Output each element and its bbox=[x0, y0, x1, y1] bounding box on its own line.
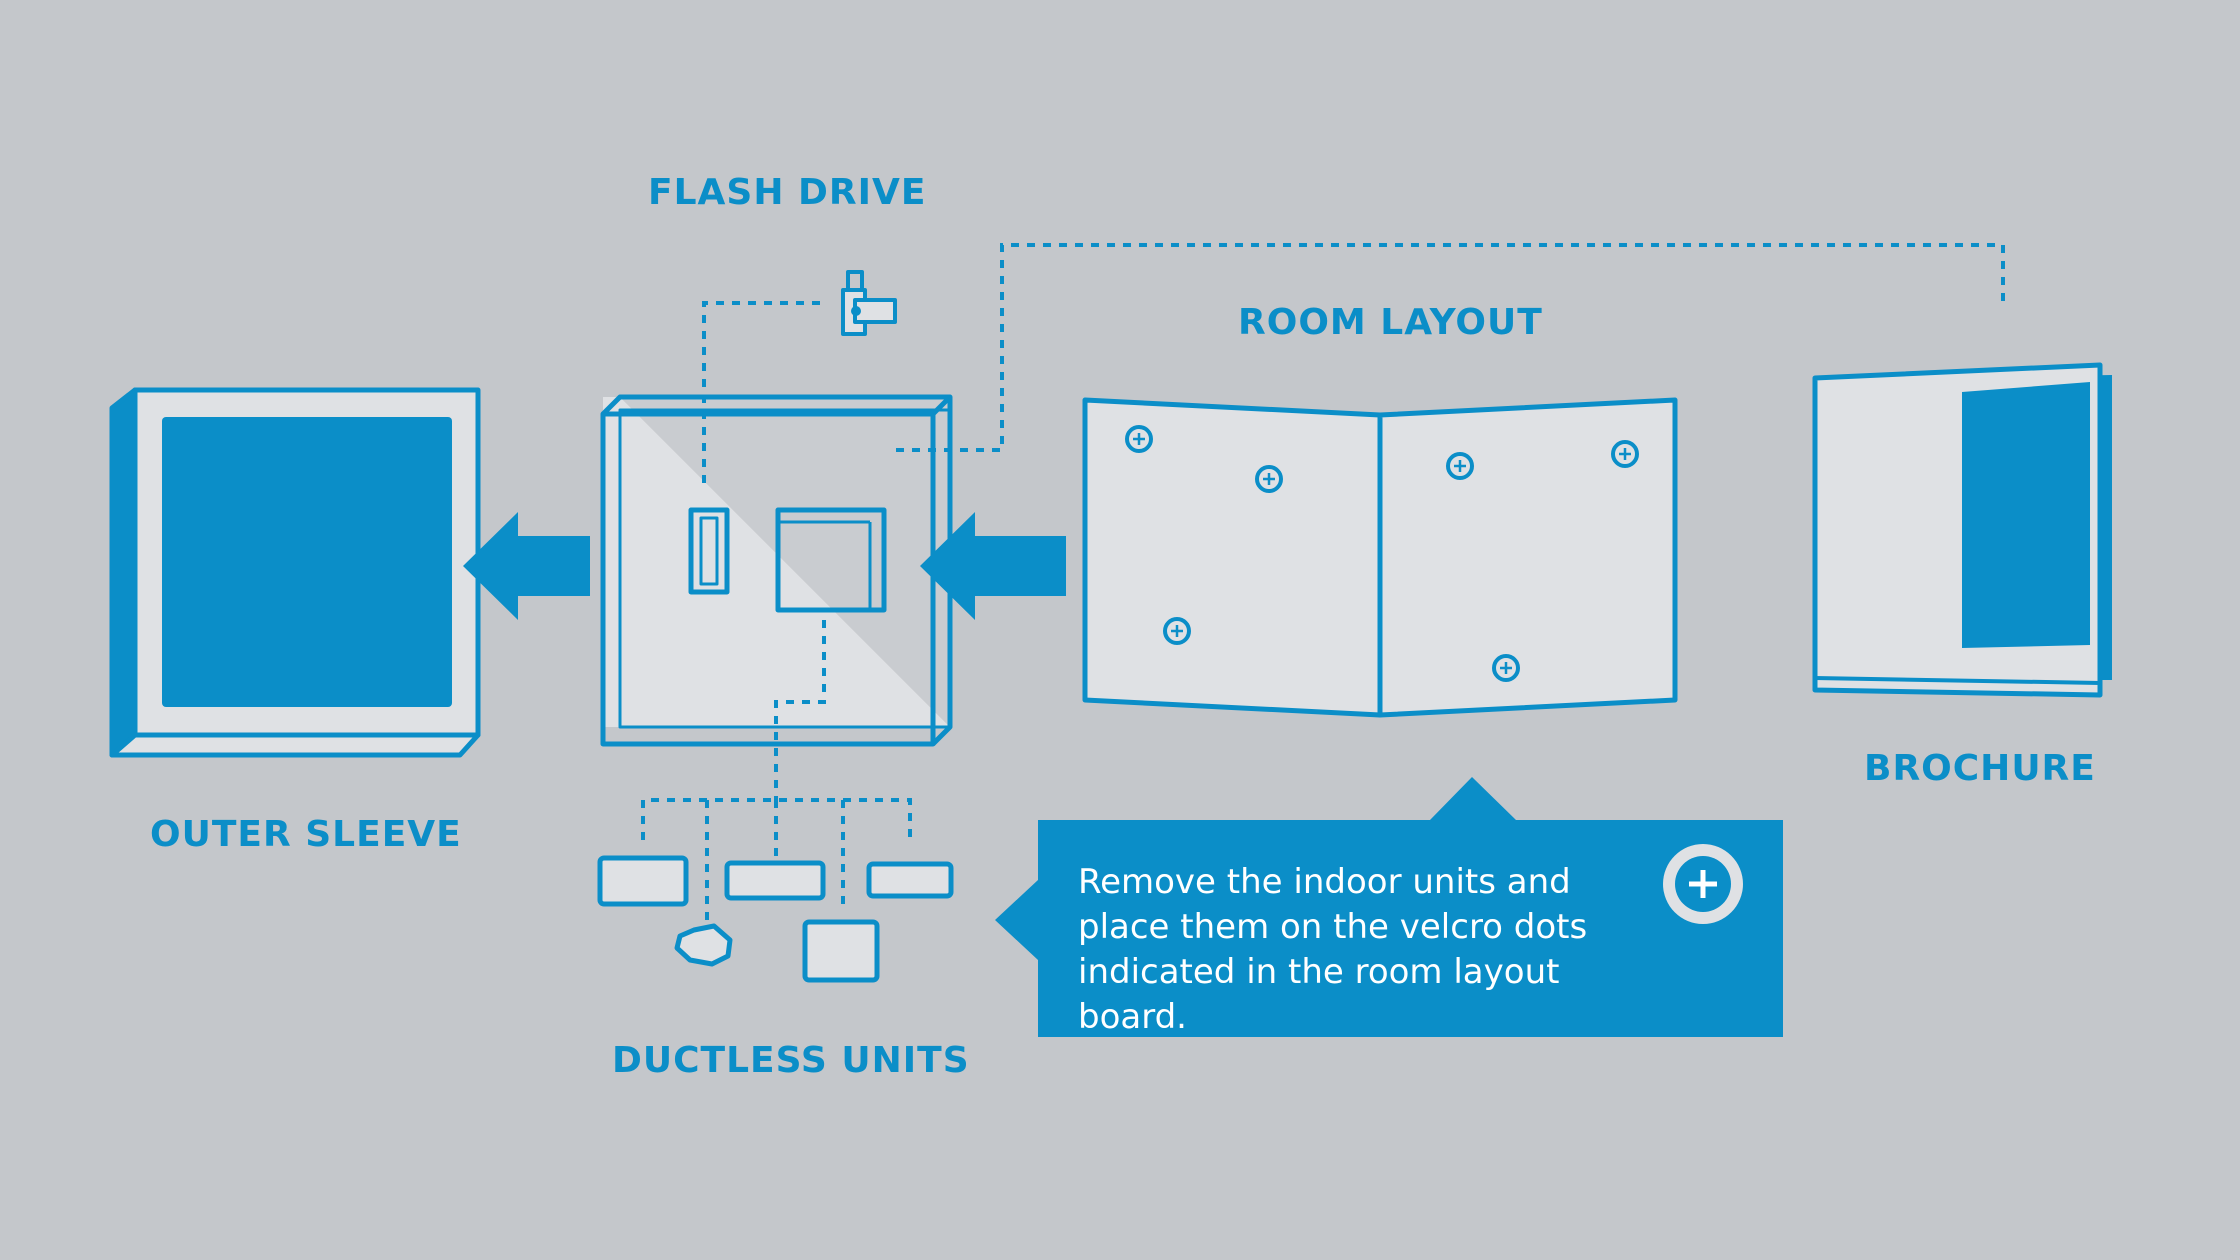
outer-sleeve-label: OUTER SLEEVE bbox=[150, 814, 462, 855]
callout-text: Remove the indoor units and place them o… bbox=[1078, 862, 1588, 1037]
velcro-dot-icon bbox=[1611, 440, 1639, 468]
arrow-left-icon bbox=[920, 512, 1066, 620]
outer-sleeve bbox=[109, 387, 481, 758]
room-layout-board bbox=[1082, 397, 1678, 718]
plus-circle-icon bbox=[1663, 844, 1743, 924]
ductless-units-label: DUCTLESS UNITS bbox=[612, 1040, 970, 1081]
brochure-label: BROCHURE bbox=[1864, 748, 2096, 789]
velcro-dot-icon bbox=[1446, 452, 1474, 480]
velcro-dot-icon bbox=[1163, 617, 1191, 645]
usb-flash-drive-icon bbox=[841, 270, 897, 336]
callout-box bbox=[995, 777, 1783, 1037]
velcro-dot-icon bbox=[1492, 654, 1520, 682]
velcro-dot-icon bbox=[1255, 465, 1283, 493]
flash-drive-label: FLASH DRIVE bbox=[648, 172, 927, 213]
room-layout-label: ROOM LAYOUT bbox=[1238, 302, 1543, 343]
arrow-left-icon bbox=[463, 512, 590, 620]
ductless-units bbox=[597, 855, 954, 983]
velcro-dot-icon bbox=[1125, 425, 1153, 453]
brochure bbox=[1812, 362, 2112, 698]
velcro-dots bbox=[1125, 425, 1639, 682]
connector-lines bbox=[641, 243, 2005, 920]
